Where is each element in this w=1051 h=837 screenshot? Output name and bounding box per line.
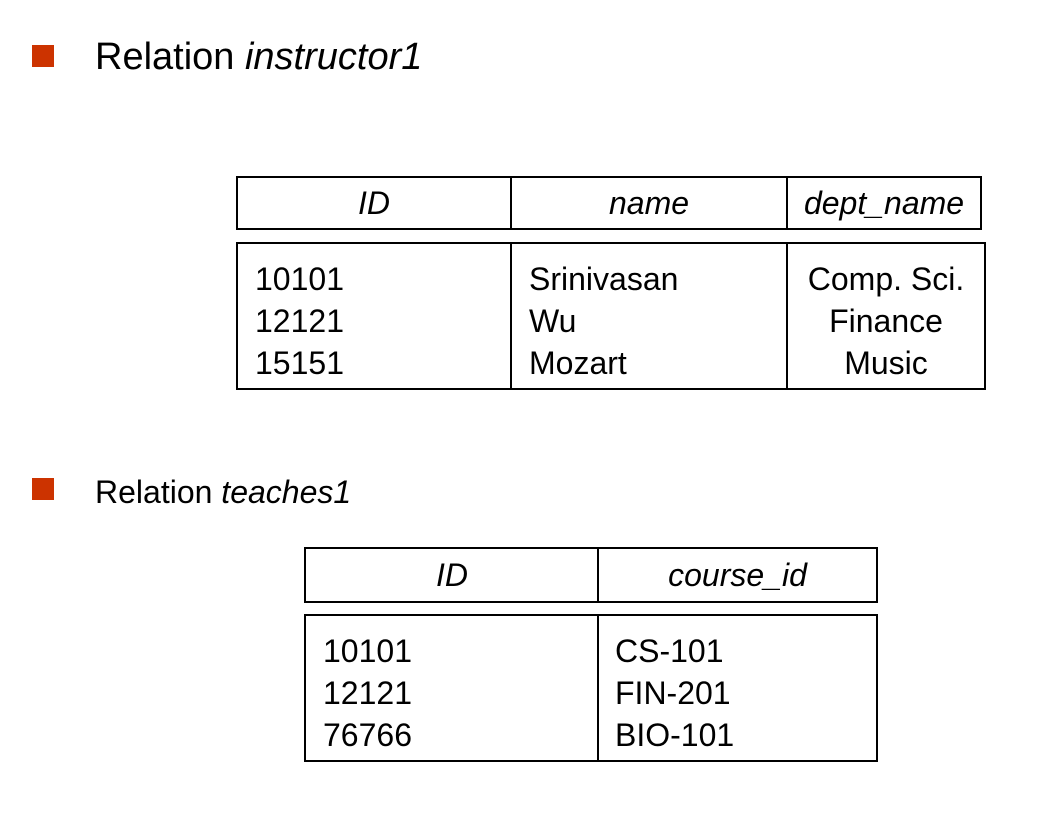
heading-prefix: Relation [95,474,222,510]
relation-name: teaches1 [221,474,352,510]
table-cell: Wu [529,303,577,339]
table-cell: FIN-201 [615,675,731,711]
column-header-dept-name: dept_name [786,176,982,230]
table-cell: 12121 [323,675,412,711]
column-header-name: name [510,176,788,230]
table-cell: Mozart [529,345,627,381]
table-cell: 12121 [255,303,344,339]
table-cell: 10101 [323,633,412,669]
column-body-name: Srinivasan Wu Mozart [510,242,788,390]
column-header-id: ID [236,176,512,230]
column-body-id: 10101 12121 15151 [236,242,512,390]
bullet-icon [32,478,54,500]
table-cell: Srinivasan [529,261,679,297]
column-body-dept-name: Comp. Sci. Finance Music [786,242,986,390]
table-cell: 76766 [323,717,412,753]
column-header-id: ID [304,547,600,603]
table-cell: Music [844,345,928,381]
table-cell: Finance [829,303,943,339]
column-body-course-id: CS-101 FIN-201 BIO-101 [597,614,878,762]
section-heading-teaches1: Relation teaches1 [95,474,351,511]
table-cell: 10101 [255,261,344,297]
table-cell: 15151 [255,345,344,381]
table-cell: Comp. Sci. [807,261,965,297]
relation-name: instructor1 [244,36,423,78]
column-body-id: 10101 12121 76766 [304,614,600,762]
heading-prefix: Relation [95,36,245,78]
table-cell: CS-101 [615,633,724,669]
table-cell: BIO-101 [615,717,735,753]
column-header-course-id: course_id [597,547,878,603]
bullet-icon [32,45,54,67]
section-heading-instructor1: Relation instructor1 [95,36,422,79]
